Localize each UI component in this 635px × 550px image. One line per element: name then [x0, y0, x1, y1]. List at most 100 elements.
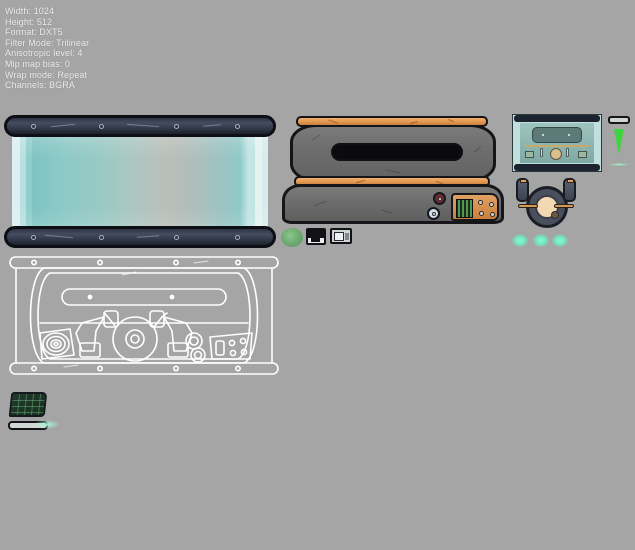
wire-scratch [193, 260, 209, 264]
console-box-sprite [306, 228, 326, 245]
gauge-red[interactable] [433, 192, 446, 205]
wire-rivet [30, 365, 37, 372]
wire-rivet [97, 259, 104, 266]
inset-trim-strip [525, 145, 589, 147]
wire-wheel-outer [112, 316, 158, 362]
metadata-row-channels: Channels: BGRA [5, 80, 75, 91]
inset-steering-wheel [550, 148, 562, 160]
scratch-detail [311, 134, 321, 141]
metadata-row-filter-mode: Filter Mode: Trilinear [5, 37, 90, 48]
gauge-needle [431, 211, 436, 216]
wire-visor-slot [61, 288, 227, 306]
wire-radar-ring [50, 339, 62, 349]
cockpit-hull-panel [278, 114, 508, 228]
rivet [174, 123, 179, 129]
texture-metadata-panel: Width: 1024 Height: 512 Format: DXT5 Fil… [5, 6, 205, 91]
wire-dial [185, 332, 203, 350]
cyan-glow-dot [512, 234, 528, 247]
inset-lever [540, 148, 543, 157]
wire-rivet [173, 365, 180, 372]
wire-rivet [173, 259, 180, 266]
wire-radar-ring [46, 335, 66, 353]
rivet [235, 234, 240, 240]
grid-line [11, 412, 44, 413]
scratch-detail [313, 200, 327, 207]
green-glow-line-sprite [609, 163, 629, 166]
scratch-detail [328, 119, 338, 124]
cyan-glow-dot [552, 234, 568, 247]
wire-radar-panel [39, 328, 75, 360]
gauge-needle [437, 196, 442, 201]
scratch-detail [409, 121, 419, 124]
helm-grip-cap [567, 179, 574, 183]
rivet [99, 123, 104, 129]
scratch-detail [127, 123, 159, 128]
green-arrow-sprite [614, 129, 624, 155]
console-knob[interactable] [489, 202, 494, 207]
console-knob[interactable] [478, 200, 483, 205]
inset-floor-pad [578, 151, 587, 158]
wire-console-panel [209, 332, 253, 360]
wire-radar-ring [53, 341, 59, 347]
wire-pedal-left [79, 342, 101, 358]
scratch-detail [473, 146, 482, 153]
helm-grip-left[interactable] [516, 178, 529, 202]
wire-rail-bottom [9, 362, 279, 375]
orange-accent-strip-top [296, 116, 488, 127]
scratch-detail [356, 179, 365, 184]
inset-rail-top [514, 115, 600, 122]
metadata-row-wrap-mode: Wrap mode: Repeat [5, 69, 88, 80]
helm-cross-bar-left [518, 204, 538, 208]
wire-console-screen [215, 340, 225, 356]
box-slot [311, 238, 320, 242]
scratch-detail [385, 169, 401, 174]
scratch-detail [51, 123, 75, 128]
hull-upper-body [290, 124, 496, 182]
wire-wheel-spoke [153, 312, 168, 328]
wire-console-knob [239, 337, 247, 345]
wire-rivet [97, 365, 104, 372]
wire-radar-ring [42, 332, 70, 356]
green-disc-sprite [281, 228, 303, 247]
wire-rail-top [9, 256, 279, 269]
wire-side-edges [15, 267, 273, 364]
wire-pedal-right [167, 342, 189, 358]
wire-dial [190, 347, 206, 363]
gauge-blue[interactable] [427, 207, 440, 220]
console-led [462, 200, 464, 217]
green-grid-screen-sprite [8, 392, 48, 417]
rivet [31, 123, 36, 129]
metadata-row-anisotropic-level: Anisotropic level: 4 [5, 48, 83, 59]
wire-rivet [235, 259, 242, 266]
glass-rail-bottom [4, 226, 276, 248]
monitor-box-sprite [330, 228, 352, 244]
inset-lever [566, 148, 569, 157]
metadata-row-height: Height: 512 [5, 16, 53, 27]
wire-slot-rivet [169, 294, 175, 300]
wire-body-outline [29, 267, 259, 364]
wireframe-svg [9, 256, 279, 375]
wire-rivet [30, 259, 37, 266]
console-knob[interactable] [490, 212, 495, 217]
glass-gradient-surface [12, 127, 268, 237]
windshield-glass-panel [4, 115, 276, 248]
wire-console-knob [229, 349, 237, 357]
wire-dial [193, 350, 203, 360]
wire-scratch [121, 271, 137, 276]
wire-dial [189, 336, 199, 346]
wire-lever-left [75, 316, 105, 352]
wire-wheel-inner [125, 329, 145, 349]
rivet [235, 123, 240, 129]
inset-dashboard [532, 127, 582, 143]
rivet [99, 234, 104, 240]
console-knob[interactable] [479, 211, 484, 216]
helm-yoke-control[interactable] [512, 178, 580, 230]
control-console[interactable] [451, 193, 499, 221]
wire-lever-housing [149, 310, 165, 328]
cyan-glow-dot [533, 234, 549, 247]
helm-grip-right[interactable] [563, 178, 576, 202]
helm-cross-bar-right [554, 204, 574, 208]
hull-lower-body [282, 184, 504, 224]
scratch-detail [202, 124, 222, 127]
